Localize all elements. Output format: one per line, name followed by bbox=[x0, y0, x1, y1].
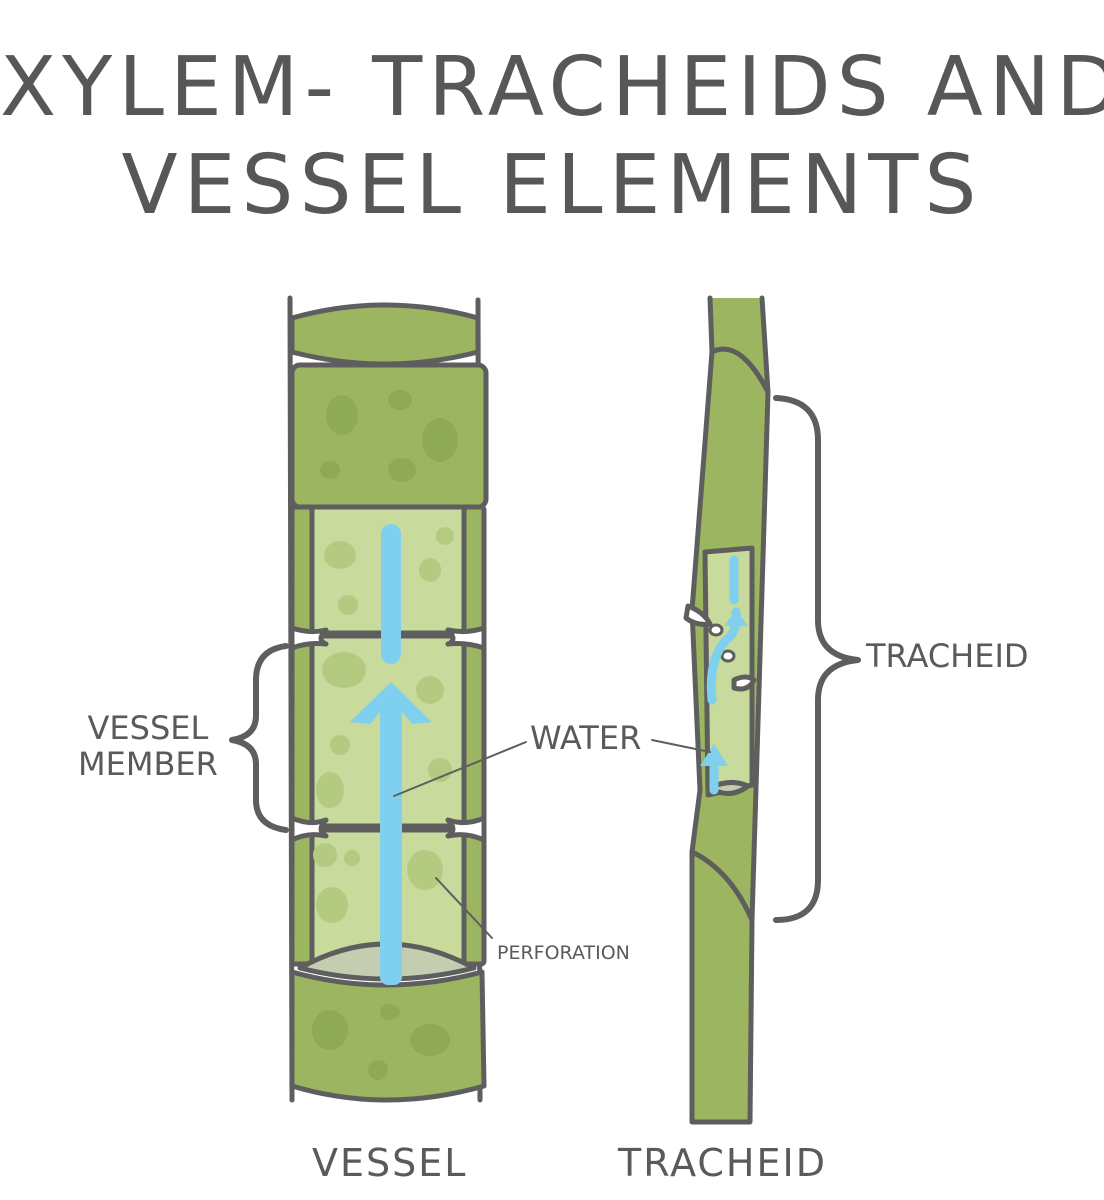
bordered-pits bbox=[708, 623, 736, 663]
title-line-1: XYLEM- TRACHEIDS AND bbox=[0, 40, 1104, 135]
vessel-member-brace bbox=[229, 643, 289, 833]
tracheid-pits bbox=[683, 603, 757, 692]
tracheid bbox=[683, 295, 771, 1125]
tracheid-lumen bbox=[702, 545, 755, 798]
perforation-label: PERFORATION bbox=[497, 942, 630, 964]
leader-lines bbox=[393, 739, 711, 939]
title-line-2: VESSEL ELEMENTS bbox=[121, 138, 983, 233]
vessel-upper-segment bbox=[289, 362, 489, 510]
vessel-water-flow bbox=[350, 524, 432, 985]
vessel-member-label: VESSEL MEMBER bbox=[78, 710, 218, 782]
perforation-rims bbox=[289, 625, 487, 843]
vessel-lower-segment bbox=[289, 969, 487, 1103]
tracheid-brace bbox=[773, 395, 861, 923]
vessel-member-label-line1: VESSEL bbox=[87, 709, 209, 747]
tracheid-caption: TRACHEID bbox=[618, 1141, 827, 1185]
water-label: WATER bbox=[530, 719, 642, 757]
vessel-top-cap bbox=[289, 302, 481, 367]
vessel-caption: VESSEL bbox=[312, 1141, 468, 1185]
tracheid-brace-label: TRACHEID bbox=[866, 637, 1029, 675]
vessel-member-label-line2: MEMBER bbox=[78, 745, 218, 783]
